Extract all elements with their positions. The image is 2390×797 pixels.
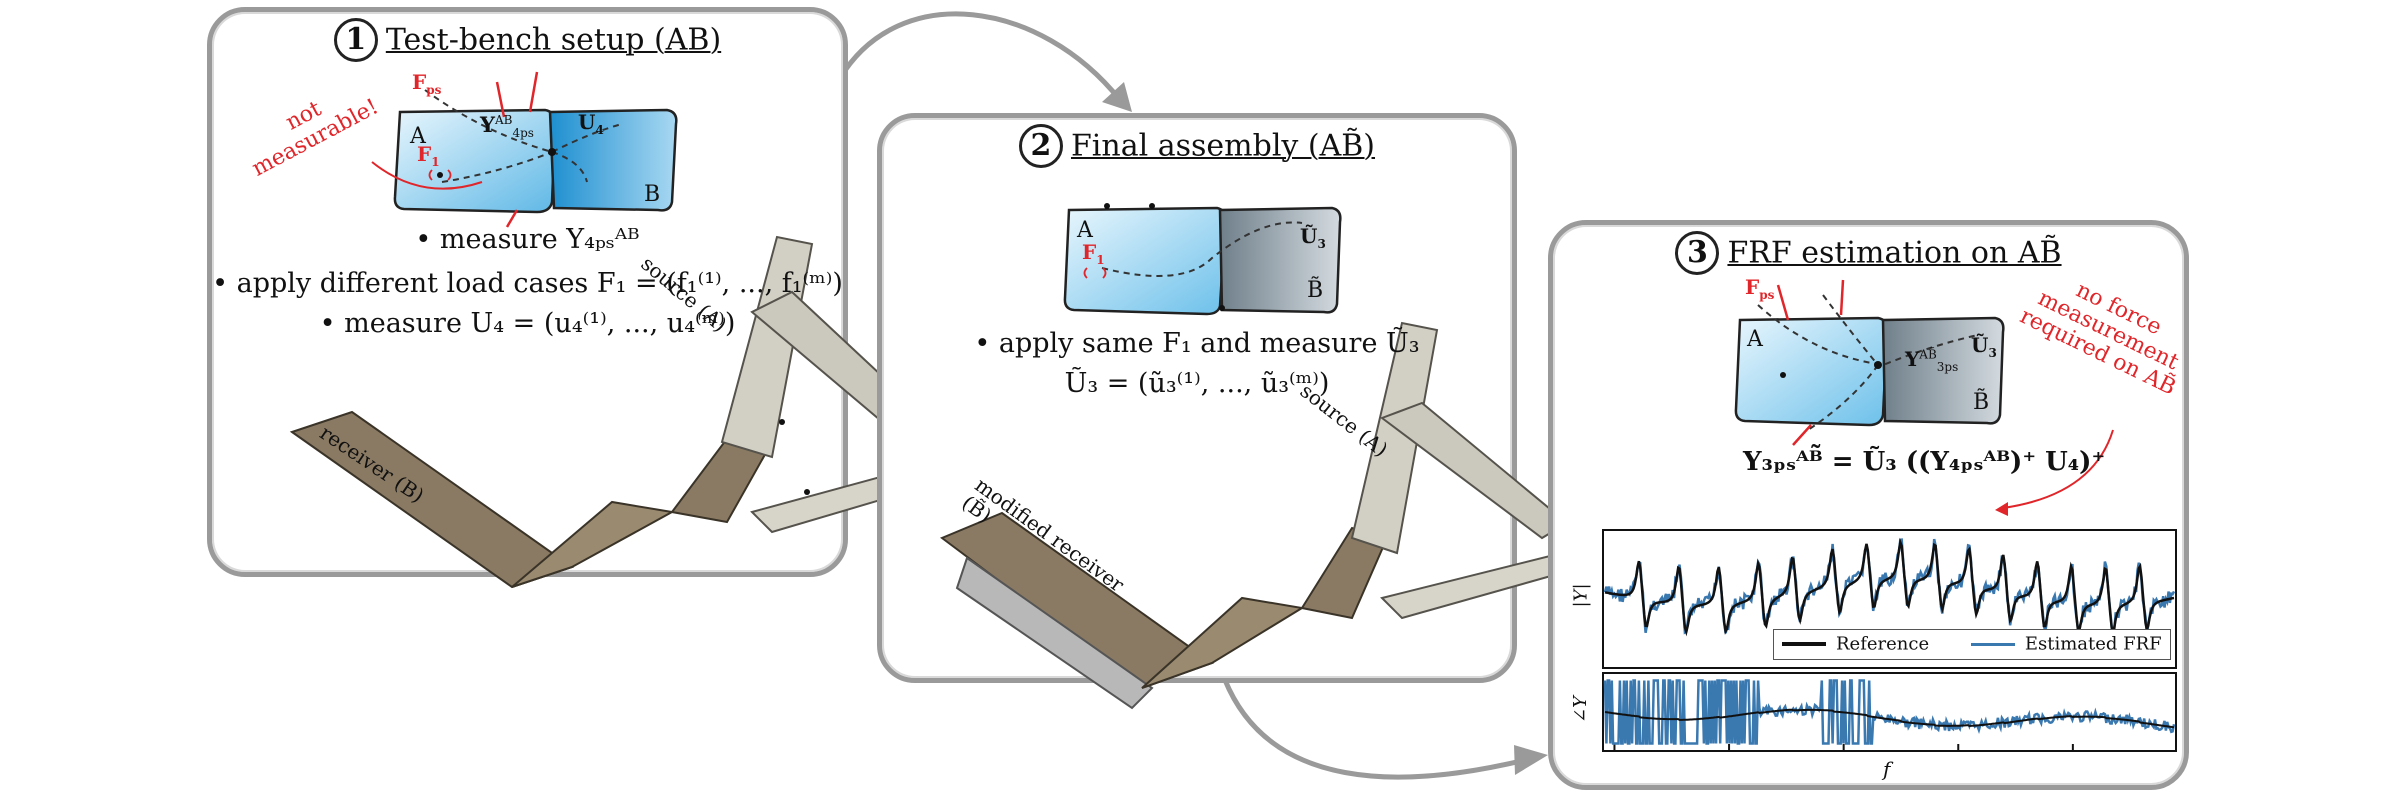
plate-diagram-ab-tilde	[940, 203, 1599, 710]
panel-title-text: FRF estimation on AB̃	[1727, 235, 2062, 271]
response-u3-label: Ũ3	[1300, 224, 1326, 251]
panel-title-text: Test-bench setup (AB)	[385, 22, 722, 58]
plate-label-b: B̃	[1973, 390, 1990, 415]
phase-axes	[1602, 672, 2177, 752]
magnitude-ylabel: |Y|	[1570, 583, 1592, 608]
plate-label-b: B̃	[1307, 278, 1324, 303]
legend-estimated-swatch	[1970, 642, 2015, 646]
frf-legend: Reference Estimated FRF	[1773, 629, 2171, 660]
force-ps-label: Fps	[412, 70, 442, 97]
frf-plot	[1602, 529, 2177, 752]
admittance-label: YAB̃3ps	[1905, 347, 1959, 374]
force-1-label: F1	[1082, 240, 1105, 267]
plate-label-b: B	[644, 182, 661, 207]
step-number: 1	[333, 18, 378, 62]
plate-diagram-ab	[289, 71, 995, 589]
plate-diagram-estimation	[1734, 279, 2114, 516]
plate-label-a: A	[1747, 327, 1763, 352]
bullet-measure-u: • measure U₄ = (u₄⁽¹⁾, ..., u₄⁽ᵐ⁾)	[319, 308, 736, 339]
bullet-measure-y: • measure Y₄ₚₛᴬᴮ	[415, 224, 640, 255]
admittance-label: YAB4ps	[480, 112, 534, 141]
force-ps-label: Fps	[1745, 275, 1775, 302]
legend-reference-swatch	[1782, 642, 1826, 646]
legend-estimated-label: Estimated FRF	[2024, 633, 2162, 655]
estimation-equation: Y₃ₚₛᴬᴮ̃ = Ũ₃ ((Y₄ₚₛᴬᴮ)⁺ U₄)⁺	[1743, 447, 2106, 477]
bullet-apply-same: • apply same F₁ and measure Ũ₃	[974, 328, 1420, 359]
response-u3-label: Ũ3	[1971, 333, 1997, 360]
step-number: 3	[1675, 231, 1720, 275]
plate-label-a: A	[410, 124, 426, 149]
bullet-load-cases: • apply different load cases F₁ = (f₁⁽¹⁾…	[212, 268, 843, 299]
phase-ylabel: ∠Y	[1569, 696, 1591, 723]
response-u4-label: U4	[578, 110, 604, 137]
force-1-label: F1	[417, 142, 440, 169]
plate-label-a: A	[1077, 218, 1093, 243]
x-ticks	[1613, 744, 2074, 751]
panel-title-text: Final assembly (AB̃)	[1070, 128, 1376, 164]
frequency-xlabel: f	[1883, 757, 1891, 781]
step-number: 2	[1018, 124, 1063, 168]
response-set: Ũ₃ = (ũ₃⁽¹⁾, ..., ũ₃⁽ᵐ⁾)	[1064, 368, 1330, 399]
legend-reference-label: Reference	[1836, 633, 1930, 655]
phase-reference-line	[1604, 708, 2175, 729]
